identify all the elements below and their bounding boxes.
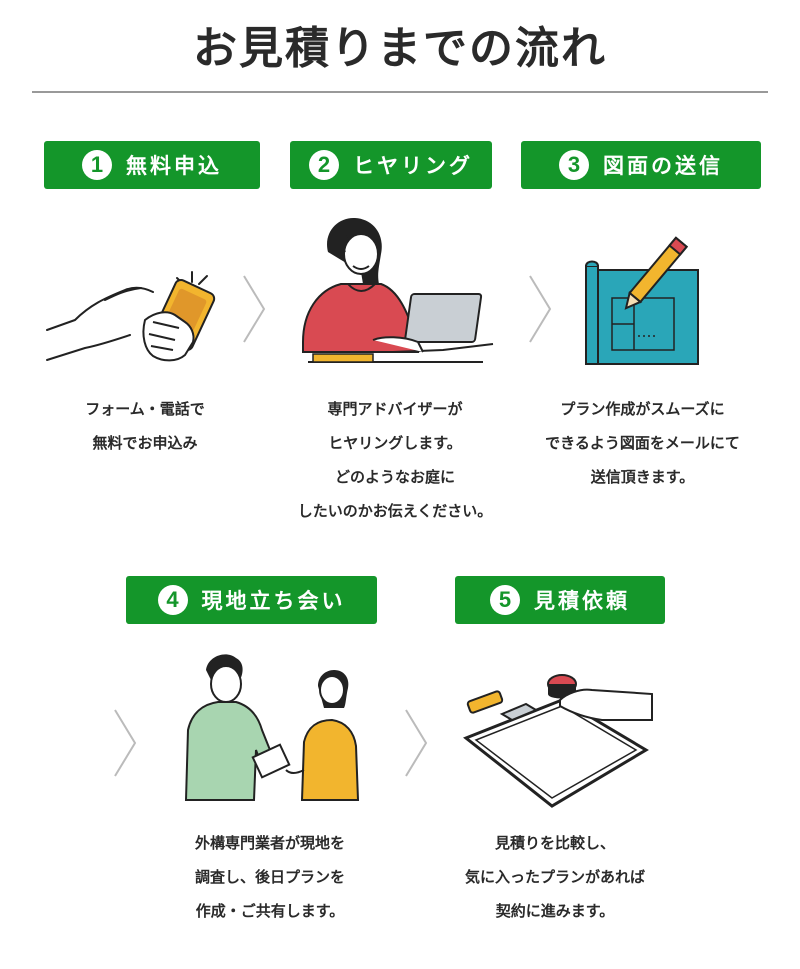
desc-line: どのようなお庭に [334,468,455,486]
step-description-3: プラン作成がスムーズに できるよう図面をメールにて 送信頂きます。 [515,392,770,494]
desc-line: 気に入ったプランがあれば [464,868,645,886]
desc-line: プラン作成がスムーズに [560,400,725,418]
title-divider [32,91,768,93]
smartphone-hand-icon [46,271,216,362]
step-badge-1: 1 無料申込 [44,141,260,189]
page-title: お見積りまでの流れ [193,23,607,74]
step-number: 2 [309,150,339,180]
desc-line: したいのかお伝えください。 [297,502,493,520]
step-label: ヒヤリング [353,154,473,178]
desc-line: 作成・ご共有します。 [195,902,345,920]
step-number: 4 [157,585,188,615]
chevron-right-icon [405,709,428,777]
step-description-1: フォーム・電話で 無料でお申込み [30,392,260,460]
clipboard-stamp-icon [463,674,653,808]
step-number: 1 [82,150,112,180]
site-meeting-icon [184,654,360,801]
desc-line: 外構専門業者が現地を [194,834,345,852]
step-description-5: 見積りを比較し、 気に入ったプランがあれば 契約に進みます。 [430,826,680,928]
step-label: 無料申込 [126,154,222,178]
step-badge-5: 5 見積依頼 [455,576,665,624]
step-label: 見積依頼 [534,589,630,613]
chevron-right-icon [114,709,137,777]
desc-line: 無料でお申込み [92,434,198,452]
desc-line: 契約に進みます。 [495,902,615,920]
desc-line: 専門アドバイザーが [327,400,463,418]
consultant-laptop-icon [302,217,494,363]
chevron-right-icon [243,275,266,343]
chevron-right-icon [529,275,552,343]
desc-line: 送信頂きます。 [590,468,695,486]
desc-line: フォーム・電話で [85,400,205,418]
step-number: 3 [559,150,589,180]
step-description-2: 専門アドバイザーが ヒヤリングします。 どのようなお庭に したいのかお伝えくださ… [275,392,515,528]
step-badge-2: 2 ヒヤリング [290,141,492,189]
desc-line: できるよう図面をメールにて [545,434,740,452]
step-label: 現地立ち会い [201,589,346,613]
desc-line: 見積りを比較し、 [494,834,615,852]
step-description-4: 外構専門業者が現地を 調査し、後日プランを 作成・ご共有します。 [150,826,390,928]
step-number: 5 [490,585,520,615]
step-badge-3: 3 図面の送信 [521,141,761,189]
desc-line: ヒヤリングします。 [328,434,462,452]
step-label: 図面の送信 [603,154,723,178]
blueprint-pencil-icon [585,236,699,365]
step-badge-4: 4 現地立ち会い [126,576,377,624]
desc-line: 調査し、後日プランを [194,868,345,886]
